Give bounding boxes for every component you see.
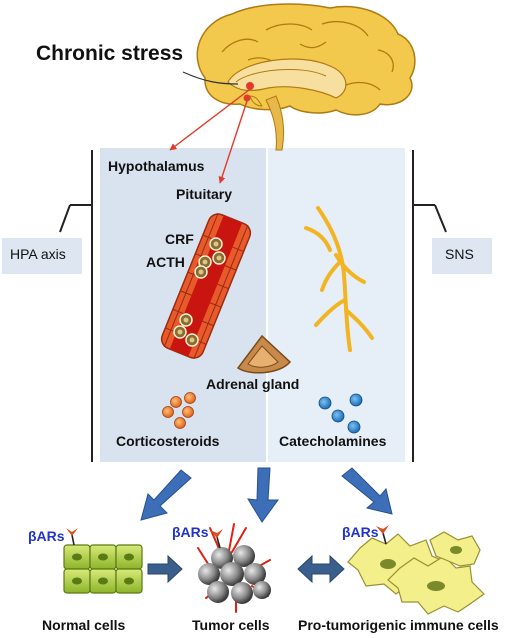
left-bracket (59, 150, 93, 462)
adrenal-gland-icon (236, 334, 292, 374)
tumor-receptor-icon (210, 529, 223, 549)
sns-label: SNS (445, 246, 474, 262)
effect-arrows (140, 467, 393, 523)
right-bracket (412, 150, 447, 462)
pituitary-arrow (218, 100, 248, 184)
hypothalamus-arrow (169, 89, 250, 151)
tumor-cells-icon (197, 523, 271, 613)
immune-nuclei (380, 546, 462, 591)
normal-cells-icon (63, 544, 143, 594)
normal-to-tumor-arrow (147, 554, 183, 584)
tumor-immune-double-arrow (297, 554, 345, 584)
immune-receptor-label: βARs (342, 524, 379, 540)
normal-cells-label: Normal cells (42, 617, 126, 633)
catecholamine-molecules (318, 393, 363, 434)
catecholamines-label: Catecholamines (279, 433, 387, 449)
acth-label: ACTH (146, 254, 185, 270)
immune-cells-icon (347, 531, 485, 615)
tumor-cells-label: Tumor cells (192, 617, 270, 633)
stress-pointer-line (182, 71, 239, 85)
sns-box (432, 238, 492, 274)
adrenal-gland-label: Adrenal gland (206, 376, 300, 392)
immune-cells-label: Pro-tumorigenic immune cells (298, 617, 499, 633)
nerve-icon (304, 206, 374, 352)
normal-receptor-label: βARs (28, 528, 65, 544)
corticosteroids-label: Corticosteroids (116, 433, 220, 449)
normal-receptor-icon (66, 528, 78, 546)
chronic-stress-label: Chronic stress (36, 42, 184, 65)
immune-receptor-icon (376, 525, 389, 545)
brain-icon (196, 3, 416, 151)
hypothalamus-label: Hypothalamus (108, 158, 205, 174)
pituitary-label: Pituitary (176, 186, 233, 202)
tumor-receptor-label: βARs (172, 524, 209, 540)
hpa-axis-label: HPA axis (10, 246, 66, 262)
acth-particles (173, 237, 226, 347)
corticosteroid-molecules (162, 392, 196, 429)
crf-label: CRF (165, 231, 194, 247)
hpa-axis-box (2, 238, 82, 274)
